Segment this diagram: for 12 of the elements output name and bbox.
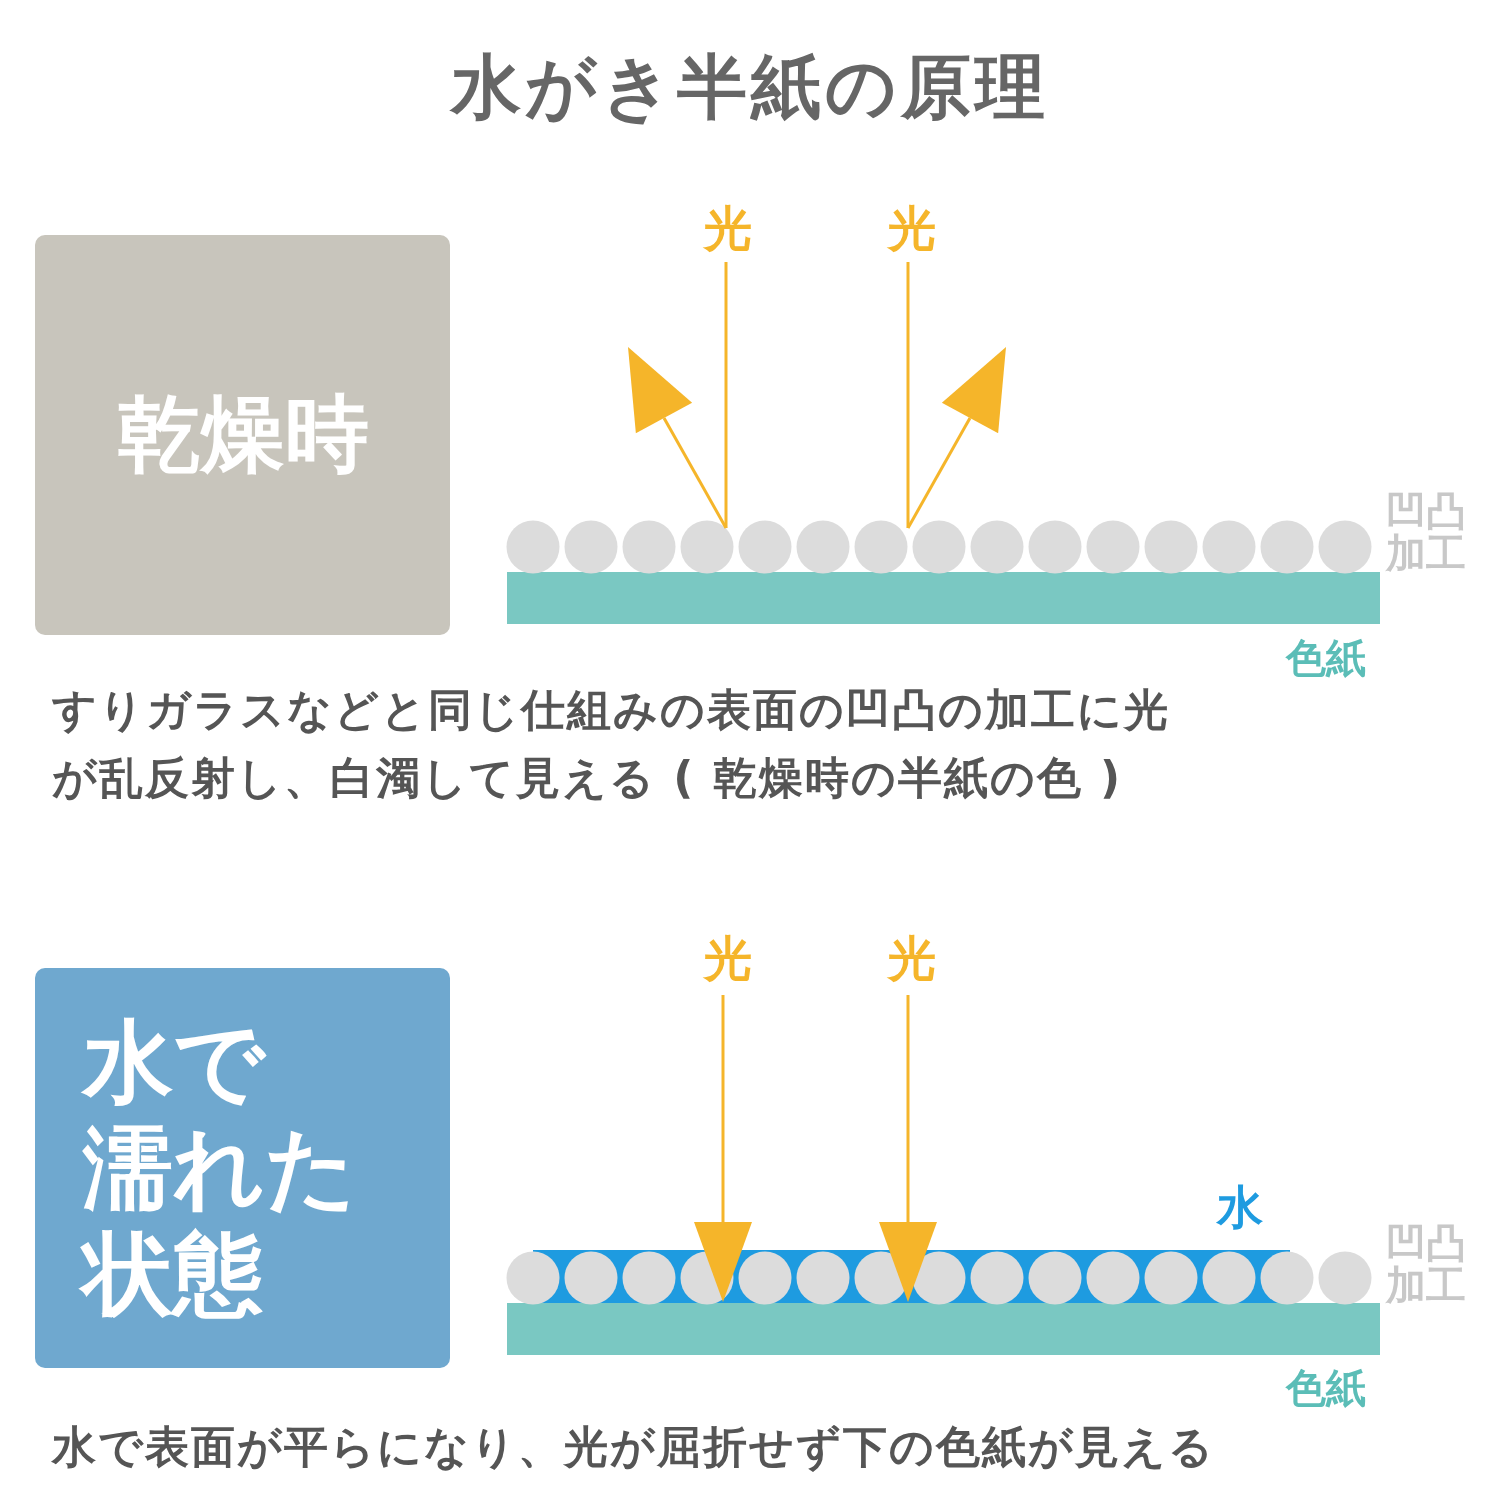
state-box: 水で濡れた状態 [35, 968, 450, 1368]
water-label: 水 [1217, 1179, 1263, 1237]
state-box: 乾燥時 [35, 235, 450, 635]
colored-paper-label: 色紙 [1286, 634, 1366, 683]
light-label: 光 [888, 198, 936, 258]
light-label: 光 [704, 928, 752, 988]
description-text: 水で表面が平らになり、光が屈折せず下の色紙が見える [52, 1420, 1215, 1474]
title: 水がき半紙の原理 [451, 45, 1049, 130]
light-label: 光 [888, 928, 936, 988]
light-label: 光 [704, 198, 752, 258]
description-text: すりガラスなどと同じ仕組みの表面の凹凸の加工に光が乱反射し、白濁して見える ( 乾燥時の半紙の色 ) [52, 683, 1170, 806]
colored-paper-label: 色紙 [1286, 1364, 1366, 1413]
